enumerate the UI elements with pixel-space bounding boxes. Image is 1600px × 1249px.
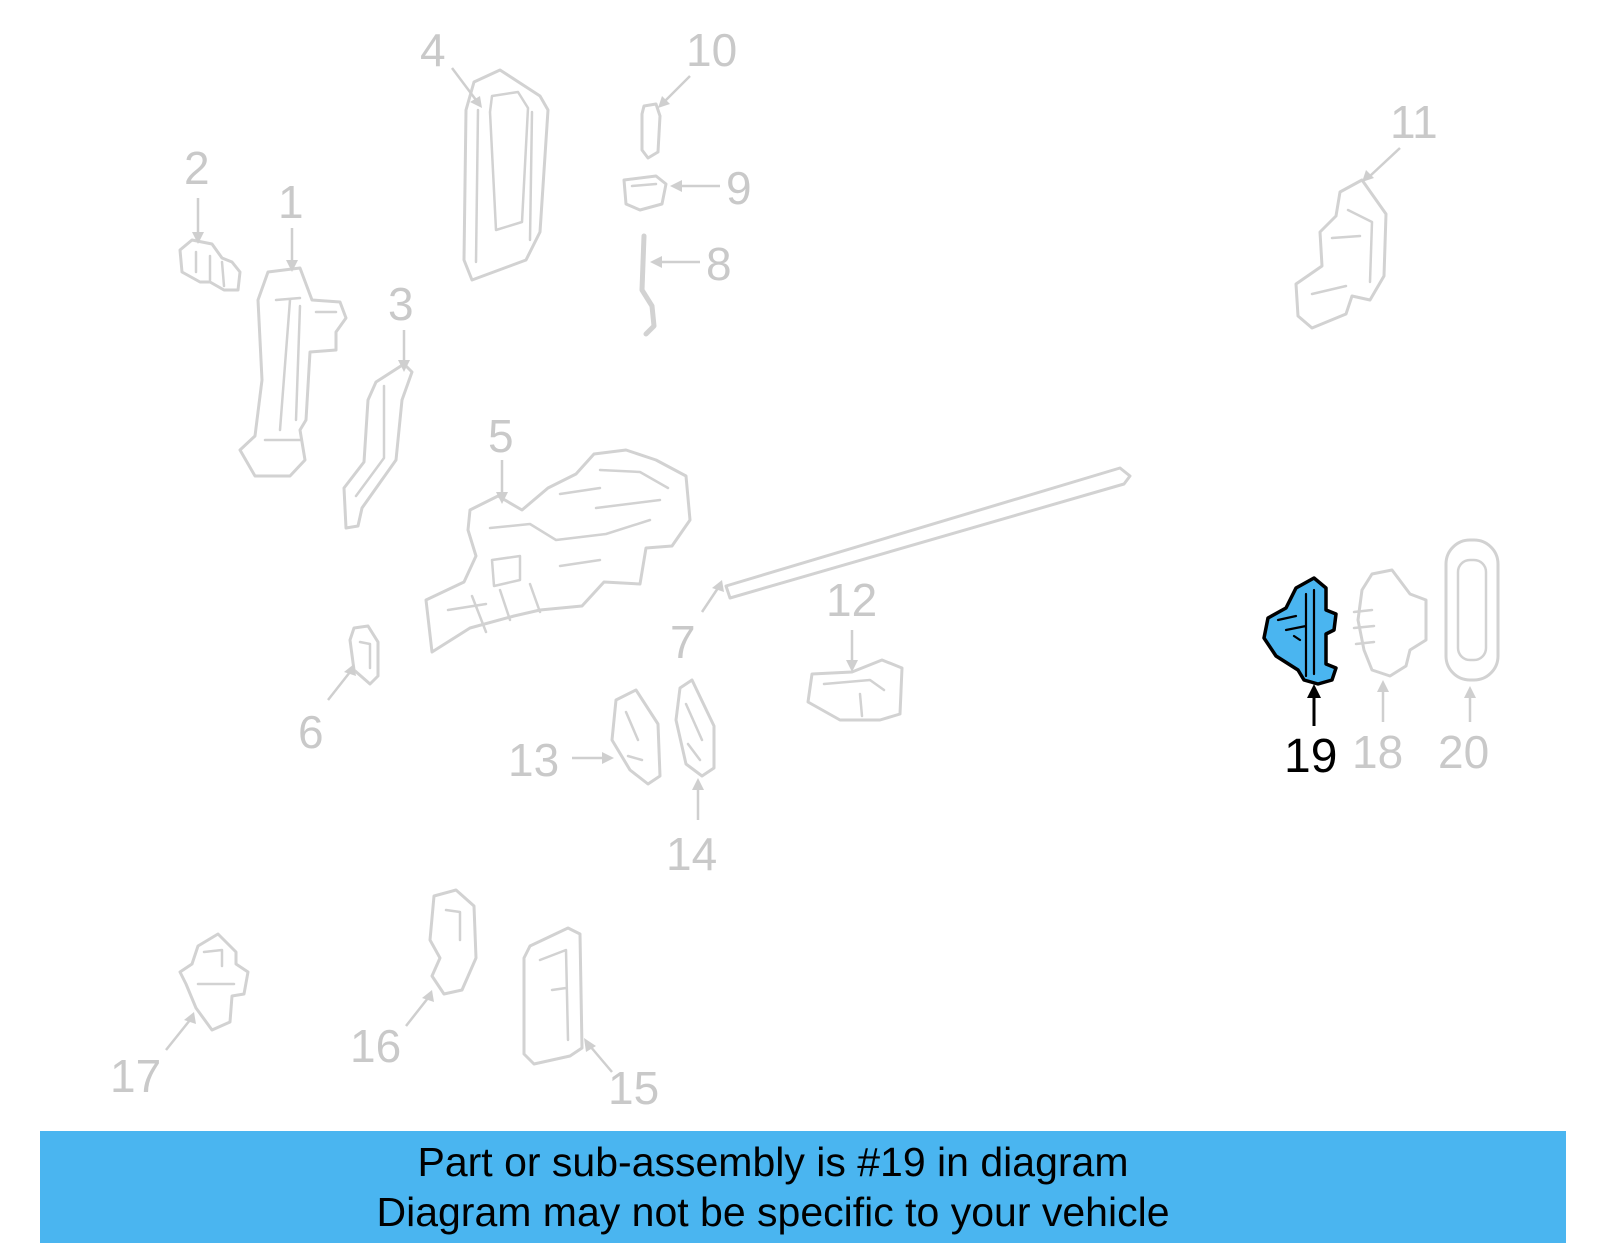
part-5[interactable] bbox=[424, 448, 692, 654]
banner-line-part: Part or sub-assembly is #19 in diagram bbox=[417, 1139, 1129, 1185]
leader-arrow-19 bbox=[1307, 684, 1321, 726]
callout-19-highlighted: 19 bbox=[1284, 730, 1337, 783]
callout-20: 20 bbox=[1438, 726, 1489, 778]
callout-4: 4 bbox=[420, 24, 446, 76]
part-15[interactable] bbox=[522, 926, 584, 1066]
part-19-highlighted[interactable] bbox=[1262, 576, 1338, 686]
part-7[interactable] bbox=[724, 466, 1132, 600]
callout-labels: 1 2 3 4 5 6 7 8 9 10 11 12 13 14 15 16 1… bbox=[110, 24, 1489, 1114]
callout-10: 10 bbox=[686, 24, 737, 76]
part-9[interactable] bbox=[622, 174, 668, 212]
part-16[interactable] bbox=[428, 888, 478, 996]
callout-1: 1 bbox=[278, 176, 304, 228]
callout-17: 17 bbox=[110, 1050, 161, 1102]
leader-arrows bbox=[165, 67, 1476, 1073]
part-3[interactable] bbox=[342, 362, 414, 530]
banner-line-disclaimer: Diagram may not be specific to your vehi… bbox=[376, 1189, 1170, 1235]
callout-6: 6 bbox=[298, 706, 324, 758]
callout-2: 2 bbox=[184, 142, 210, 194]
part-17[interactable] bbox=[178, 932, 250, 1032]
parts-diagram: 1 2 3 4 5 6 7 8 9 10 11 12 13 14 15 16 1… bbox=[110, 24, 1500, 1114]
part-13[interactable] bbox=[610, 688, 662, 786]
callout-14: 14 bbox=[666, 828, 717, 880]
part-20[interactable] bbox=[1444, 538, 1500, 682]
callout-11: 11 bbox=[1390, 96, 1438, 148]
callout-8: 8 bbox=[706, 238, 732, 290]
part-12[interactable] bbox=[806, 658, 904, 722]
part-14[interactable] bbox=[674, 678, 716, 778]
info-banner: Part or sub-assembly is #19 in diagram D… bbox=[40, 1131, 1566, 1243]
part-18[interactable] bbox=[1352, 568, 1428, 678]
part-8[interactable] bbox=[639, 233, 657, 337]
callout-18: 18 bbox=[1352, 726, 1403, 778]
part-4[interactable] bbox=[462, 68, 550, 282]
part-1[interactable] bbox=[238, 266, 348, 478]
callout-3: 3 bbox=[388, 278, 414, 330]
callout-16: 16 bbox=[350, 1020, 401, 1072]
callout-5: 5 bbox=[488, 410, 514, 462]
callout-15: 15 bbox=[608, 1062, 659, 1114]
callout-12: 12 bbox=[826, 574, 877, 626]
callout-7: 7 bbox=[670, 616, 696, 668]
part-11[interactable] bbox=[1294, 178, 1388, 330]
part-2[interactable] bbox=[178, 238, 242, 292]
part-6[interactable] bbox=[348, 624, 380, 686]
callout-9: 9 bbox=[726, 162, 752, 214]
callout-13: 13 bbox=[508, 734, 559, 786]
part-10[interactable] bbox=[640, 102, 662, 160]
